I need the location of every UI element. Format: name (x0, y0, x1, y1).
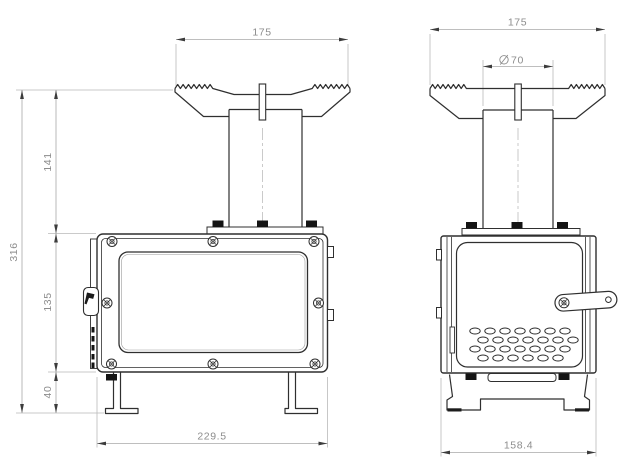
clip (106, 374, 117, 381)
clip (511, 222, 523, 229)
clip (212, 220, 224, 227)
front-dimension-lines (21, 39, 348, 444)
base-outline (446, 374, 591, 411)
side-dimension-lines (430, 29, 605, 453)
dim-label-front-chimney-height: 141 (42, 152, 54, 171)
side-chimney-pipe (482, 83, 554, 229)
foot-pad (447, 408, 462, 412)
front-right-leg (284, 372, 319, 415)
front-legs (104, 372, 319, 415)
handle-hole (605, 296, 612, 303)
dim-label-front-base-width: 229.5 (197, 431, 226, 443)
clip (465, 373, 477, 380)
dim-label-pipe-diameter: 70 (499, 54, 524, 67)
dim-label-front-stand-width: 175 (252, 27, 271, 39)
side-extension-lines (429, 34, 606, 457)
base-recess (487, 373, 557, 382)
clip (306, 220, 317, 227)
dim-label-side-stand-width: 175 (508, 17, 527, 29)
dim-label-front-leg-height: 40 (42, 386, 54, 399)
dim-label-front-total-height: 316 (8, 242, 20, 261)
clip (466, 222, 477, 229)
screw-icon (309, 358, 321, 370)
side-body (436, 235, 618, 374)
dim-label-pipe-diameter-value: 70 (511, 55, 524, 67)
side-view: 175 70 158.4 (429, 17, 618, 457)
door-handle (554, 290, 618, 312)
front-chimney-pipe (228, 83, 303, 228)
screw-icon (558, 296, 570, 309)
front-hinge-tabs (327, 246, 334, 321)
screw-icon (207, 236, 219, 247)
dim-label-side-base-width: 158.4 (504, 440, 533, 452)
dim-label-front-body-height: 135 (42, 292, 54, 311)
screw-icon (207, 358, 219, 370)
clip (558, 373, 570, 380)
screw-icon (106, 236, 118, 247)
side-edge-slot (449, 326, 455, 354)
side-mounting-plate (461, 222, 581, 236)
diameter-icon (499, 54, 509, 65)
front-mounting-plate (206, 220, 324, 235)
front-damper-pin (258, 83, 267, 121)
screw-icon (308, 236, 320, 247)
screw-icon (106, 358, 117, 370)
clip (557, 222, 568, 229)
side-base (446, 373, 591, 412)
screw-icon (313, 297, 324, 309)
front-left-leg (104, 372, 139, 415)
door-window (118, 251, 309, 354)
screw-icon (101, 297, 113, 309)
air-vent-slider (91, 327, 95, 368)
clip (257, 220, 268, 227)
side-hinge-tabs (436, 249, 442, 319)
front-body (82, 233, 334, 373)
door-latch (82, 286, 100, 317)
foot-pad (575, 408, 589, 412)
side-damper-pin (514, 83, 522, 121)
front-view: 175 316 141 135 40 229.5 (8, 27, 351, 448)
door-window-inner-line (121, 254, 306, 351)
